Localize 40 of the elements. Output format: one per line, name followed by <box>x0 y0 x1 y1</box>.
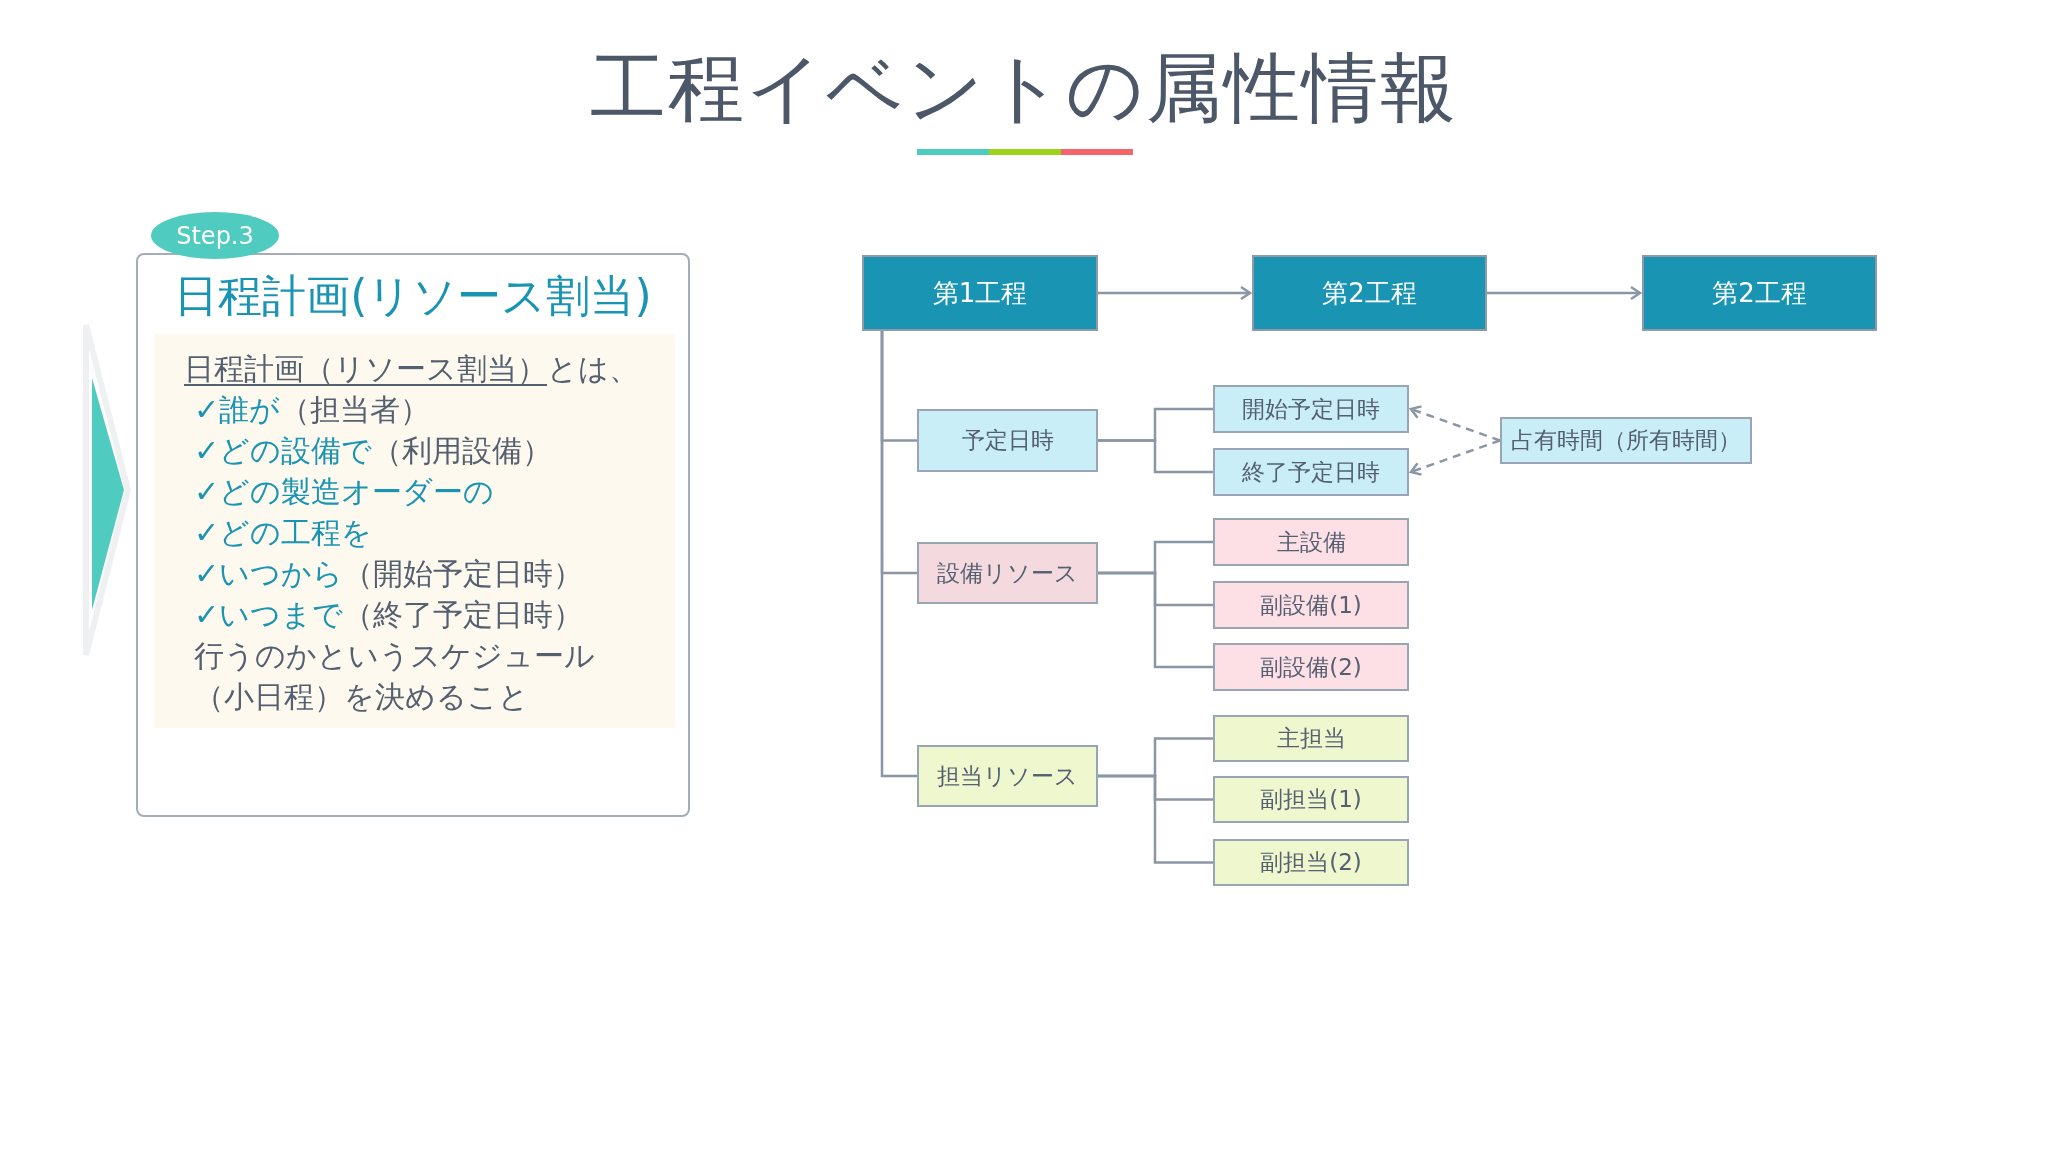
connector-line <box>1098 571 1213 669</box>
attribute-box: 開始予定日時 <box>1213 385 1409 433</box>
item-note: （開始予定日時） <box>343 555 584 593</box>
attribute-box: 予定日時 <box>917 409 1098 472</box>
checklist-item: ✓どの工程を <box>194 514 373 552</box>
dashed-arrow <box>1409 405 1501 442</box>
term-heading: 日程計画（リソース割当） <box>184 350 547 388</box>
attribute-box: 主設備 <box>1213 518 1409 566</box>
checklist-item: ✓どの設備で <box>194 432 373 470</box>
item-note: （利用設備） <box>372 432 553 470</box>
connector-line <box>1098 774 1213 864</box>
body-text: とは、 <box>547 350 639 388</box>
attribute-box: 副担当(2) <box>1213 839 1409 886</box>
panel-title: 日程計画(リソース割当) <box>173 269 653 323</box>
checklist-item: ✓いつまで <box>194 596 344 634</box>
body-text: 行うのかというスケジュール（小日程）を決めること <box>194 637 596 716</box>
dashed-arrow <box>1409 439 1501 476</box>
attribute-box: 副設備(1) <box>1213 581 1409 629</box>
attribute-box: 担当リソース <box>917 745 1098 807</box>
checklist-item: ✓どの製造オーダーの <box>194 473 495 511</box>
attribute-box: 終了予定日時 <box>1213 448 1409 496</box>
connector-line <box>880 331 917 778</box>
attribute-box: 副設備(2) <box>1213 643 1409 691</box>
page-title: 工程イベントの属性情報 <box>589 42 1459 134</box>
arrow <box>1098 285 1252 301</box>
checklist-item: ✓誰が <box>194 391 281 429</box>
process-box: 第1工程 <box>862 255 1098 331</box>
item-note: （終了予定日時） <box>343 596 584 634</box>
arrow <box>1487 285 1642 301</box>
panel-card <box>136 253 690 817</box>
step-badge: Step.3 <box>151 212 279 259</box>
attribute-box: 占有時間（所有時間） <box>1500 417 1752 464</box>
attribute-box: 設備リソース <box>917 542 1098 604</box>
attribute-box: 副担当(1) <box>1213 776 1409 823</box>
checklist-item: ✓いつから <box>194 555 344 593</box>
process-box: 第2工程 <box>1252 255 1487 331</box>
process-box: 第2工程 <box>1642 255 1877 331</box>
connector-line <box>1098 439 1213 474</box>
attribute-box: 主担当 <box>1213 715 1409 762</box>
item-note: （担当者） <box>280 391 431 429</box>
